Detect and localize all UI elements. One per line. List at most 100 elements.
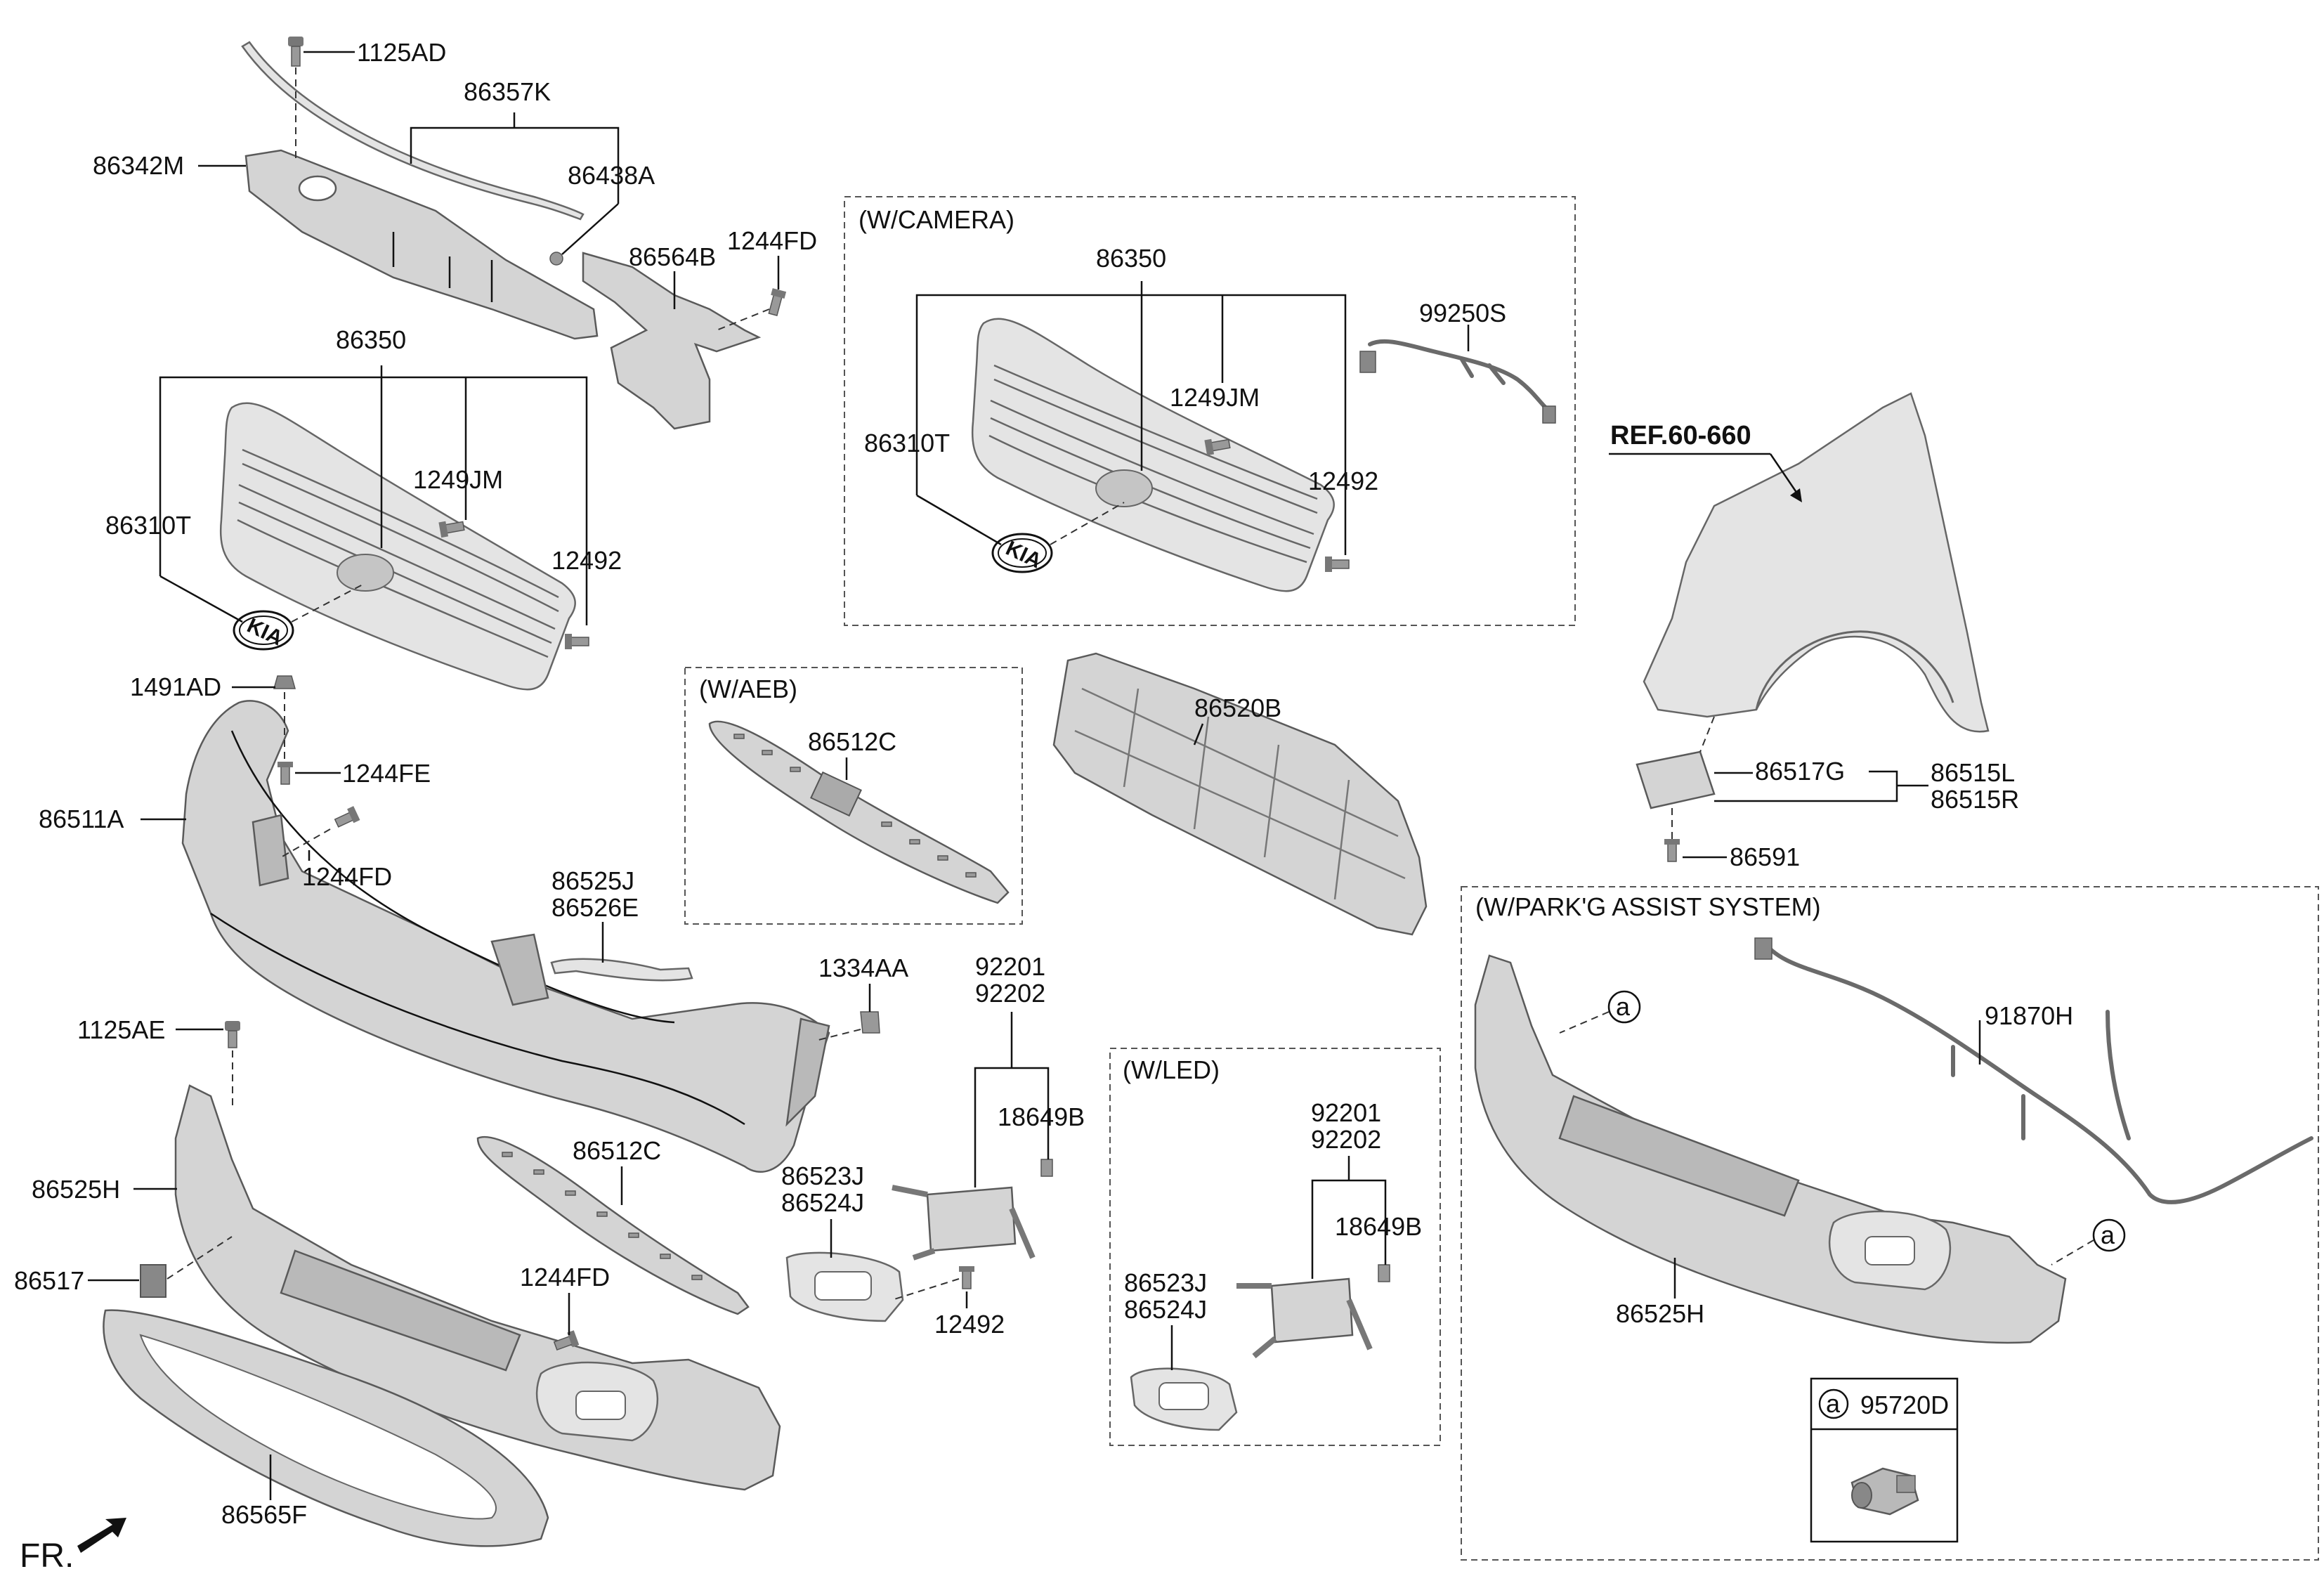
camera-wiring-branch (1459, 356, 1506, 385)
label-1249JM-left: 1249JM (413, 465, 503, 494)
led-fog-lamp (1270, 1277, 1354, 1343)
callout-circle-a-icon-inset: a (1818, 1388, 1849, 1419)
label-95720D: 95720D (1860, 1391, 1949, 1419)
label-86524J-a: 86524J (781, 1188, 864, 1217)
fog-lamp-92201 (926, 1186, 1017, 1252)
park-wiring-91870H (1761, 939, 2313, 1204)
park-bumper-grille-opening (1558, 1095, 1800, 1217)
bumper-upper-edge (230, 730, 675, 1024)
cover-camera-hole (298, 175, 337, 202)
kia-emblem-camera: KIA (991, 533, 1053, 573)
bolt-1125AD (288, 37, 303, 67)
screw-12492-left (565, 634, 589, 649)
aeb-box-title: (W/AEB) (699, 675, 797, 703)
fog-lamp-mounts (892, 1185, 1036, 1261)
fender-wheel-arch (1755, 630, 1954, 710)
label-1244FD-mid: 1244FD (302, 862, 392, 891)
label-86523J-a: 86523J (781, 1161, 864, 1190)
park-fog-hole (1865, 1236, 1915, 1265)
garnish-86525J (550, 958, 693, 982)
label-86526E: 86526E (551, 893, 639, 922)
label-86438A: 86438A (568, 161, 655, 190)
grille-camera-slats (988, 364, 1318, 564)
screw-1249JM-left (438, 521, 465, 538)
led-bezel-hole (1158, 1382, 1209, 1410)
label-86523J-led: 86523J (1124, 1268, 1207, 1297)
label-92202-led: 92202 (1311, 1125, 1381, 1154)
ref-arrowhead (1790, 488, 1802, 502)
camera-connector-end (1542, 405, 1556, 424)
label-86525H-park: 86525H (1616, 1299, 1704, 1328)
label-86511A: 86511A (39, 805, 124, 833)
screw-12492-bottom (959, 1266, 974, 1289)
label-1249JM-camera: 1249JM (1170, 383, 1260, 412)
bumper-cover-86511A (181, 700, 830, 1173)
label-86525H-left: 86525H (32, 1175, 120, 1204)
screw-86591 (1664, 839, 1680, 862)
label-1244FD-bottom: 1244FD (520, 1263, 610, 1291)
label-1244FD-top: 1244FD (727, 226, 817, 255)
label-86565F: 86565F (221, 1500, 307, 1529)
screw-12492-camera (1325, 557, 1350, 572)
absorber-ribs (1074, 687, 1406, 900)
lower-bumper-86525H-park (1474, 954, 2067, 1344)
skirt-86512C-lower (476, 1135, 750, 1315)
label-86350-left: 86350 (336, 325, 406, 354)
skirt-slots-lower (502, 1152, 703, 1280)
label-1125AD: 1125AD (357, 38, 446, 67)
nut-1491AD (273, 675, 296, 689)
cover-ribs (392, 232, 493, 302)
label-1244FE: 1244FE (342, 759, 431, 788)
skirt-slots-aeb (733, 734, 977, 878)
bolt-1125AE (225, 1021, 240, 1048)
screw-1244FE (278, 762, 293, 785)
screw-1244FD-top (768, 288, 787, 316)
label-18649B-a: 18649B (998, 1102, 1085, 1131)
bulb-18649B (1040, 1159, 1053, 1177)
upper-cover-86342M (244, 149, 599, 340)
label-86342M: 86342M (93, 151, 184, 180)
camera-wiring-99250S (1368, 339, 1548, 410)
label-86350-camera: 86350 (1096, 244, 1166, 273)
label-86517: 86517 (14, 1266, 84, 1295)
front-label: FR. (20, 1537, 74, 1575)
label-1334AA: 1334AA (818, 954, 908, 982)
bracket-86564B (582, 252, 762, 430)
lower-bumper-grille-opening (280, 1249, 521, 1372)
label-86310T-left: 86310T (105, 511, 191, 540)
aeb-radar-window (810, 771, 862, 817)
label-86524J-led: 86524J (1124, 1295, 1207, 1324)
park-assist-option-box (1461, 886, 2319, 1561)
label-12492-camera: 12492 (1308, 467, 1378, 495)
grille-left-emblem-recess (337, 554, 394, 592)
callout-circle-a-icon: a (1607, 990, 1641, 1024)
label-86310T-camera: 86310T (864, 429, 950, 457)
led-lamp-mounts (1236, 1283, 1373, 1359)
bracket-86517G (1636, 750, 1716, 809)
skirt-86512C-aeb (708, 720, 1010, 904)
bumper-lower-edge (210, 912, 745, 1126)
label-86591: 86591 (1730, 842, 1800, 871)
label-86515L: 86515L (1931, 758, 2015, 787)
led-box-title: (W/LED) (1123, 1055, 1220, 1084)
screw-1244FD-mid (334, 806, 360, 828)
fog-hole-left (575, 1391, 626, 1420)
park-wiring-branch-upper (1951, 1010, 2131, 1140)
label-92201-led: 92201 (1311, 1098, 1381, 1127)
screw-1244FD-bottom (553, 1330, 580, 1351)
label-12492-bottom: 12492 (934, 1310, 1005, 1339)
bumper-right-side (785, 1017, 830, 1127)
label-99250S: 99250S (1419, 299, 1506, 327)
camera-connector (1359, 351, 1376, 373)
park-assist-box-title: (W/PARK'G ASSIST SYSTEM) (1475, 892, 1821, 921)
absorber-86520B (1052, 652, 1428, 936)
callout-circle-a-icon-right: a (2092, 1218, 2126, 1252)
label-92201-a: 92201 (975, 952, 1045, 981)
label-18649B-led: 18649B (1335, 1212, 1422, 1241)
screw-1249JM-camera (1204, 438, 1231, 456)
bulb-18649B-led (1378, 1264, 1390, 1282)
label-1125AE: 1125AE (77, 1015, 165, 1044)
label-12492-left: 12492 (551, 546, 622, 575)
fender-ref (1643, 392, 1990, 733)
